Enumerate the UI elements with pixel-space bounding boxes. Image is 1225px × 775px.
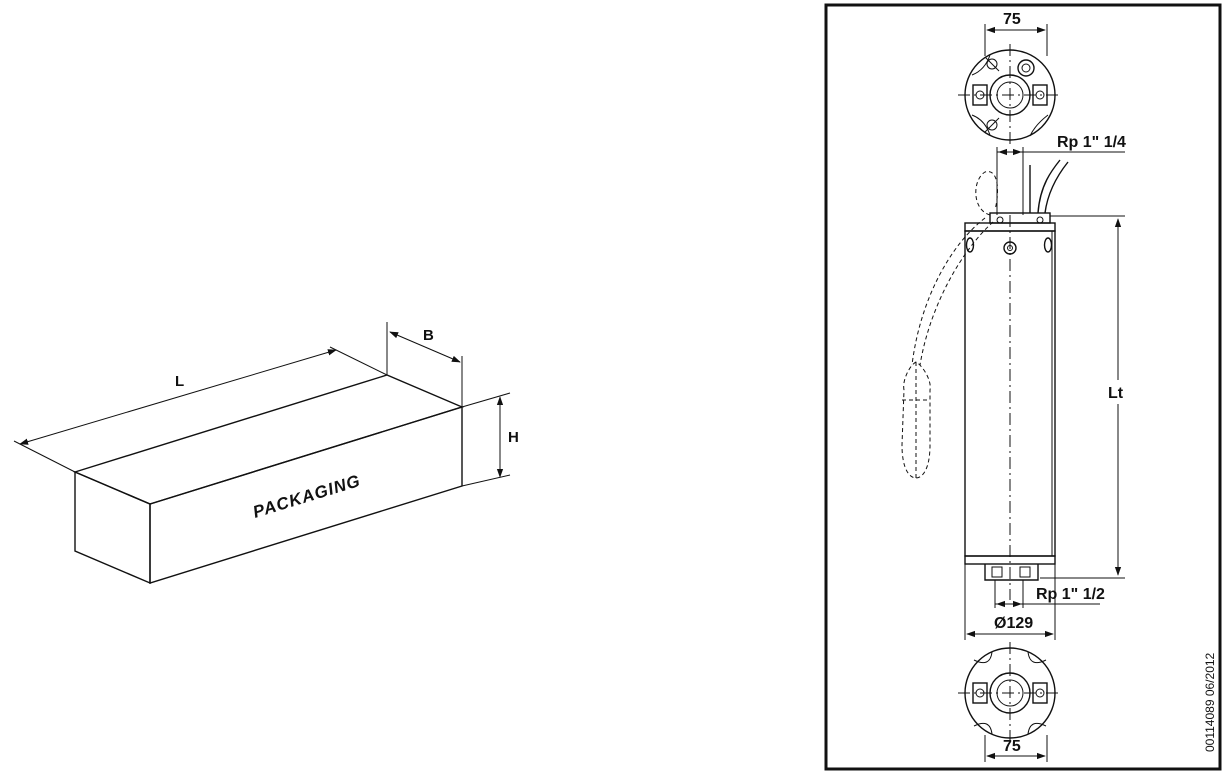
inlet-thread-label: Rp 1" 1/2: [1036, 586, 1105, 603]
pump-base: [984, 564, 1100, 608]
drawing-reference-code: 00114089 06/2012: [1203, 652, 1217, 752]
total-length-dimension: [1040, 215, 1132, 579]
diameter-label: Ø129: [994, 615, 1033, 632]
pump-cables: [1029, 159, 1069, 214]
total-length-label: Lt: [1108, 385, 1124, 402]
diameter-dimension: [964, 564, 1056, 640]
outlet-dimension: [996, 147, 1125, 215]
pump-top-view: [958, 24, 1062, 146]
packaging-diagram: L B H PACKAGING: [13, 322, 519, 585]
drawing-frame: [824, 3, 1222, 771]
float-switch: [901, 171, 998, 479]
dimension-width: [386, 322, 463, 407]
bottom-view-width-label: 75: [1003, 738, 1021, 755]
dimension-height-label: H: [508, 429, 519, 446]
outlet-thread-label: Rp 1" 1/4: [1057, 134, 1126, 151]
pump-body: [964, 215, 1056, 600]
packaging-label: PACKAGING: [251, 471, 363, 522]
dimension-height: [461, 392, 511, 487]
packaging-box: [72, 374, 465, 585]
dimension-length: [13, 346, 388, 473]
top-view-width-label: 75: [1003, 11, 1021, 28]
pump-diagram: 75 Rp 1" 1/4: [824, 3, 1222, 771]
dimension-width-label: B: [423, 327, 434, 344]
pump-bottom-view: [958, 642, 1062, 762]
dimension-length-label: L: [175, 373, 184, 390]
